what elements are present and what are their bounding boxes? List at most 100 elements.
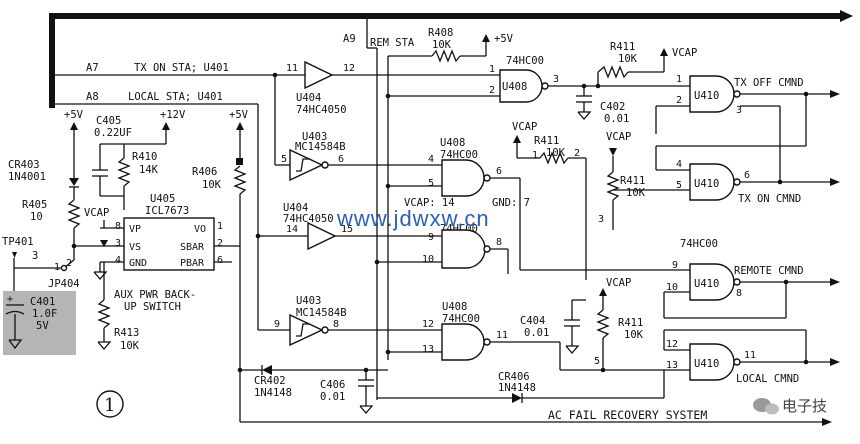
pin-9: 9 xyxy=(274,319,280,330)
junction xyxy=(783,279,789,285)
inverter-bubble xyxy=(483,245,491,253)
watermark-text: www.jdwxw.cn xyxy=(336,206,490,231)
schmitt-icon xyxy=(296,323,310,337)
bus-arrow-icon xyxy=(840,10,853,22)
u405-vp: VP xyxy=(129,224,141,235)
r411-resistor-icon xyxy=(606,171,620,201)
u408-pin5: 5 xyxy=(428,178,434,189)
u410c-label: U410 xyxy=(694,278,719,290)
junction xyxy=(803,91,809,97)
u408-header: 74HC00 xyxy=(506,55,544,67)
remote-arrow-icon xyxy=(830,278,840,286)
u408-pin11: 11 xyxy=(496,330,508,341)
u410d-label: U410 xyxy=(694,358,719,370)
p5v-rail-2: +5V xyxy=(229,109,249,121)
vcap-rail-3: VCAP xyxy=(512,121,537,133)
ac-fail-label: AC FAIL RECOVERY SYSTEM xyxy=(548,408,707,422)
u404a-value: 74HC4050 xyxy=(296,104,347,116)
u405-pbar: PBAR xyxy=(180,258,205,269)
cr406-label: CR406 xyxy=(498,371,530,383)
junction xyxy=(385,93,391,99)
ground-icon xyxy=(565,345,580,354)
r411d-label: R411 xyxy=(618,317,643,329)
r406-node xyxy=(236,158,243,165)
u408-pin8: 8 xyxy=(496,237,502,248)
junction xyxy=(777,179,783,185)
a8-label: A8 xyxy=(86,91,99,103)
ground-icon xyxy=(359,405,374,414)
c404-value: 0.01 xyxy=(524,327,549,339)
ground-icon xyxy=(93,271,108,280)
junction xyxy=(600,367,606,373)
u408-nand-gate-c xyxy=(441,229,486,269)
junction xyxy=(363,367,369,373)
vcap-rail-5: VCAP xyxy=(606,277,631,289)
u405-chip xyxy=(123,217,215,271)
u408-pin2: 2 xyxy=(489,85,495,96)
u410-pin4: 4 xyxy=(676,159,682,170)
vcap-gnd-note: VCAP: 14 xyxy=(404,197,455,209)
u410-pin12: 12 xyxy=(666,339,678,350)
u408-pin4: 4 xyxy=(428,154,434,165)
inverter-bubble xyxy=(321,326,329,334)
p12v-arrow-icon xyxy=(162,122,170,130)
u403-schmitt-bottom xyxy=(289,313,324,347)
figure-number: 1 xyxy=(104,395,115,416)
inverter-bubble xyxy=(733,178,741,186)
cr403-label: CR403 xyxy=(8,159,40,171)
u404-buffer-mid xyxy=(307,221,337,251)
jumper-3-label: 3 xyxy=(32,250,38,262)
r411-pin5: 5 xyxy=(594,356,600,367)
pin-11: 11 xyxy=(286,63,298,74)
r411-pin1: 1 xyxy=(532,150,538,161)
wechat-icon-2 xyxy=(765,403,779,415)
u403b-value: MC14584B xyxy=(296,307,347,319)
c405-label: C405 xyxy=(96,115,121,127)
ground-icon xyxy=(97,341,112,350)
r411b-value: 10K xyxy=(546,147,566,159)
r410-value: 14K xyxy=(139,164,159,176)
pin-15: 15 xyxy=(341,224,353,235)
r410-label: R410 xyxy=(132,151,157,163)
tp401-label: TP401 xyxy=(2,236,34,248)
u403b-label: U403 xyxy=(296,295,321,307)
rem-sta-label: REM STA xyxy=(370,37,415,49)
u410-pin2: 2 xyxy=(676,95,682,106)
brand-text: 电子技 xyxy=(782,397,827,415)
cr403-diode-icon xyxy=(69,178,79,186)
c401-label: C401 xyxy=(30,296,55,308)
p5v-arrow-icon xyxy=(70,122,78,130)
u410-pin8: 8 xyxy=(736,288,742,299)
u404-buffer-top xyxy=(304,60,334,90)
figure-number-circle xyxy=(96,390,124,418)
junction xyxy=(803,359,809,365)
u410-pin1: 1 xyxy=(676,74,682,85)
p5v-arrow-icon xyxy=(482,34,490,42)
u410-pin11: 11 xyxy=(744,350,756,361)
r411a-value: 10K xyxy=(618,53,638,65)
pin-5: 5 xyxy=(281,154,287,165)
ac-fail-arrow-icon xyxy=(822,418,832,426)
junction xyxy=(385,349,391,355)
p5v-arrow-icon xyxy=(236,122,244,130)
r405-label: R405 xyxy=(22,199,47,211)
r413-label: R413 xyxy=(114,327,139,339)
inverter-bubble xyxy=(483,338,491,346)
junction xyxy=(71,243,77,249)
c406-label: C406 xyxy=(320,379,345,391)
r413-value: 10K xyxy=(120,340,140,352)
c405-value: 0.22UF xyxy=(94,127,132,139)
c402-value: 0.01 xyxy=(604,113,629,125)
u408-pin12: 12 xyxy=(422,319,434,330)
u408-nand-gate-b xyxy=(441,159,485,197)
vcap-arrow-icon xyxy=(609,148,617,156)
cr403-value: 1N4001 xyxy=(8,171,46,183)
vcap-arrow-icon xyxy=(599,288,607,296)
tx-on-label: TX ON CMND xyxy=(738,193,801,205)
u408b-value: 74HC00 xyxy=(440,149,478,161)
vcap-arrow-icon xyxy=(513,135,521,143)
u405-sbar: SBAR xyxy=(180,242,205,253)
r405-resistor-icon xyxy=(67,199,81,229)
u405-pin6: 6 xyxy=(217,255,223,266)
aux-switch-label-1: AUX PWR BACK- xyxy=(114,289,196,301)
